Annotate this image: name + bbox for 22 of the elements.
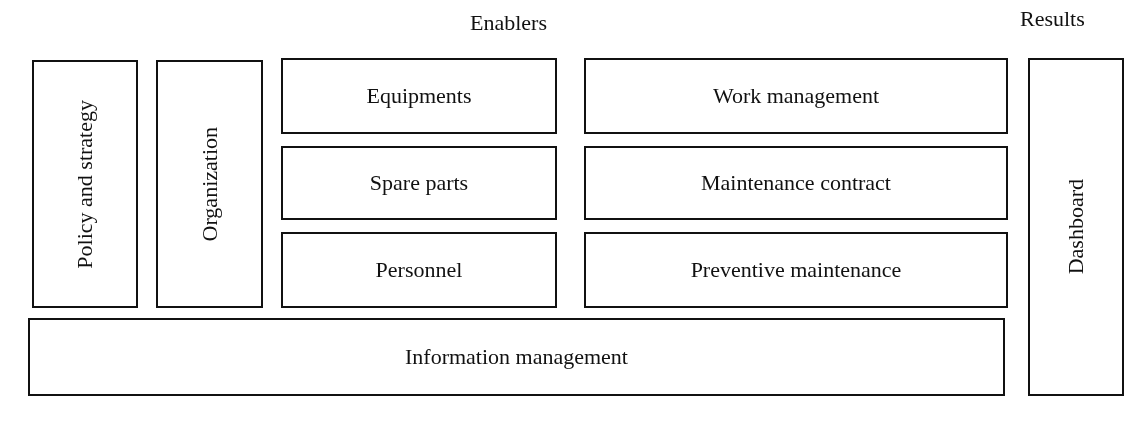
strategy-box — [32, 60, 138, 308]
organization-box — [156, 60, 263, 308]
box-label: Spare parts — [369, 170, 469, 196]
box-label: Organization — [196, 126, 223, 242]
box-label: Dashboard — [1063, 179, 1089, 275]
section-heading: Results — [1020, 6, 1085, 32]
section-heading: Enablers — [470, 10, 547, 36]
enabler-box — [584, 146, 1008, 220]
box-label: Maintenance contract — [701, 170, 891, 196]
result-box — [1028, 58, 1124, 396]
enabler-box — [584, 58, 1008, 134]
box-label: Equipments — [366, 83, 472, 109]
box-label: Preventive maintenance — [690, 257, 902, 283]
information-box — [28, 318, 1005, 396]
box-label: Work management — [712, 83, 880, 109]
box-label: Information management — [405, 344, 628, 370]
enabler-box — [584, 232, 1008, 308]
box-label: Personnel — [375, 257, 463, 283]
enabler-box — [281, 146, 557, 220]
enabler-box — [281, 232, 557, 308]
enabler-box — [281, 58, 557, 134]
box-label: Policy and strategy — [72, 99, 98, 269]
